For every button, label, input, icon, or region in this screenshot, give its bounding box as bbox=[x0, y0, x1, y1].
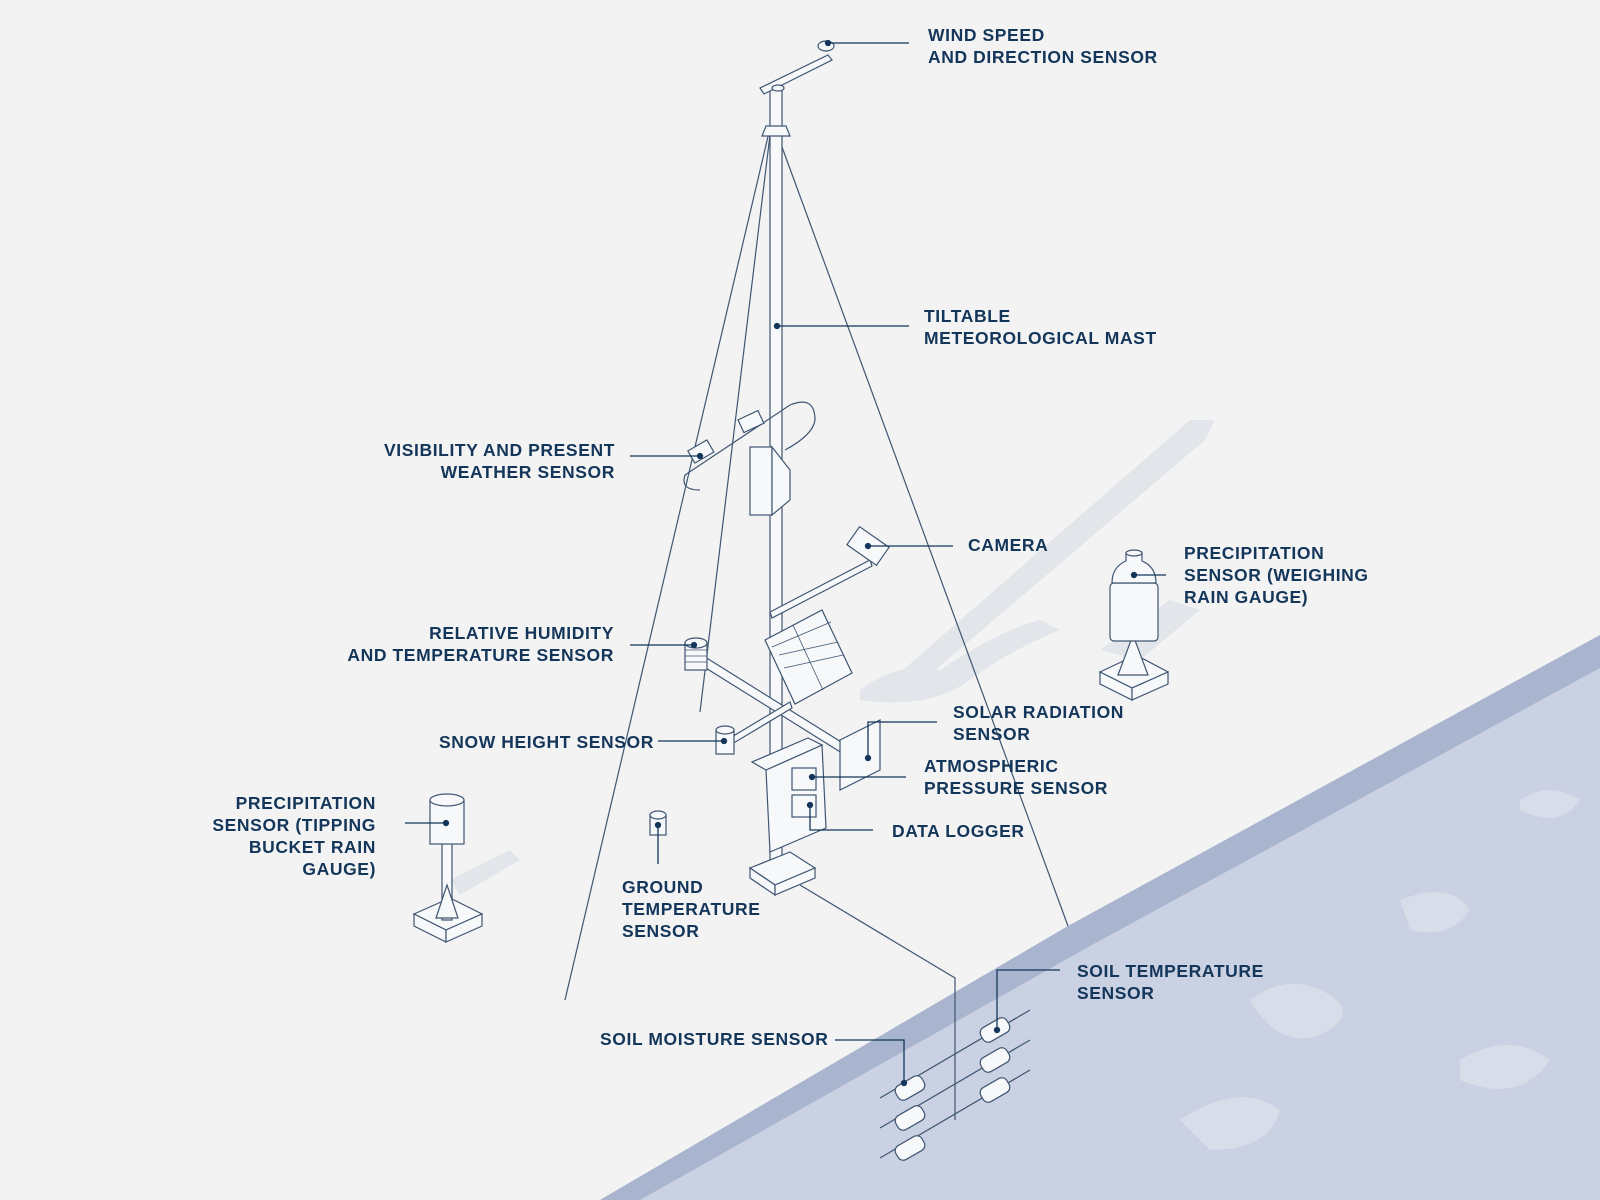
label-camera: CAMERA bbox=[968, 535, 1049, 555]
guy-wire-right bbox=[774, 127, 1069, 927]
label-snow-sensor: SNOW HEIGHT SENSOR bbox=[439, 732, 654, 752]
label-tipping-gauge: PRECIPITATION SENSOR (TIPPING BUCKET RAI… bbox=[212, 793, 376, 879]
guy-wire-left bbox=[564, 127, 771, 1001]
label-data-logger: DATA LOGGER bbox=[892, 821, 1025, 841]
solar-bracket bbox=[839, 719, 881, 791]
label-wind-sensor: WIND SPEED AND DIRECTION SENSOR bbox=[928, 25, 1158, 67]
guy-wire-mid bbox=[699, 134, 771, 713]
structure bbox=[412, 40, 1170, 1161]
visibility-sensor bbox=[749, 446, 773, 516]
camera-arm bbox=[769, 559, 873, 619]
weighing-gauge bbox=[1098, 549, 1170, 701]
label-soil-temp-sensor: SOIL TEMPERATURE SENSOR bbox=[1077, 961, 1264, 1003]
snow-arm bbox=[729, 701, 793, 745]
label-humidity-sensor: RELATIVE HUMIDITY AND TEMPERATURE SENSOR bbox=[347, 623, 614, 665]
label-soil-moisture-sensor: SOIL MOISTURE SENSOR bbox=[600, 1029, 829, 1049]
label-solar-sensor: SOLAR RADIATION SENSOR bbox=[953, 702, 1125, 744]
label-ground-temp-sensor: GROUND TEMPERATURE SENSOR bbox=[622, 877, 761, 941]
label-mast: TILTABLE METEOROLOGICAL MAST bbox=[924, 306, 1157, 348]
soil-texture bbox=[1180, 790, 1580, 1150]
tipping-bucket-gauge bbox=[412, 793, 484, 943]
ground bbox=[600, 635, 1600, 1200]
solar-panel bbox=[764, 609, 853, 705]
leader-lines bbox=[405, 39, 1166, 1087]
pressure-sensor bbox=[791, 767, 817, 791]
ground-surface bbox=[600, 635, 1600, 1200]
soil-sensors bbox=[879, 1009, 1031, 1161]
visibility-sensor-arm bbox=[683, 401, 816, 491]
shadows bbox=[450, 420, 1215, 895]
label-weighing-gauge: PRECIPITATION SENSOR (WEIGHING RAIN GAUG… bbox=[1184, 543, 1369, 607]
mast-collar bbox=[761, 125, 791, 137]
cable bbox=[799, 884, 956, 1120]
label-pressure-sensor: ATMOSPHERIC PRESSURE SENSOR bbox=[924, 756, 1109, 798]
wind-arm bbox=[759, 54, 833, 95]
label-visibility-sensor: VISIBILITY AND PRESENT WEATHER SENSOR bbox=[383, 440, 615, 482]
